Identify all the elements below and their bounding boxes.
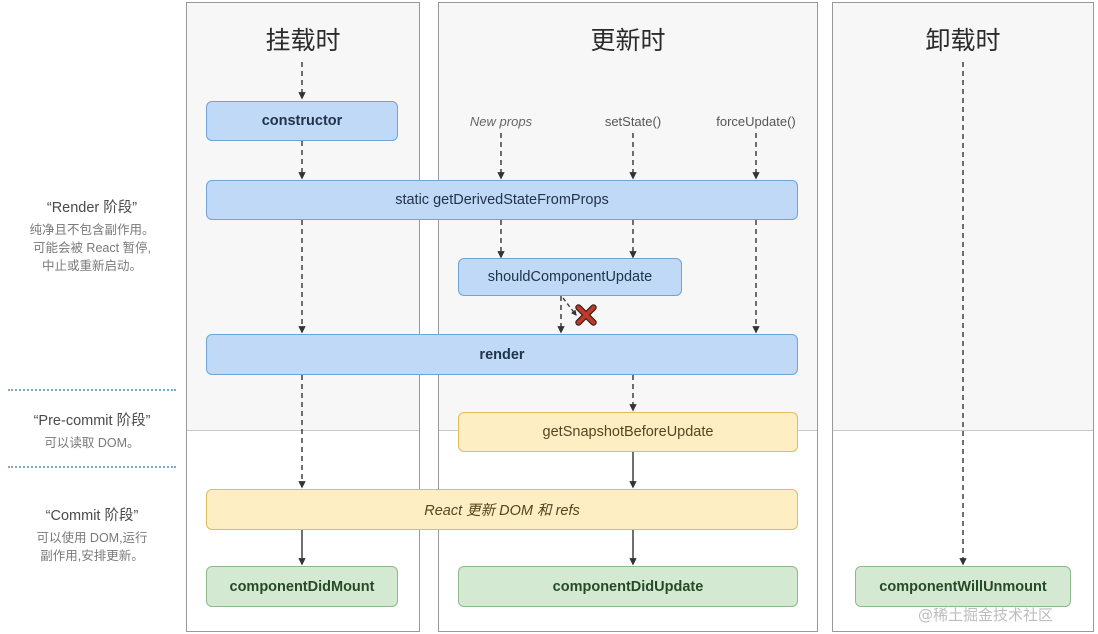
phase-legend-precommit-line1: 可以读取 DOM。 <box>44 436 140 450</box>
phase-divider-top <box>8 389 176 391</box>
phase-divider-bottom <box>8 466 176 468</box>
node-component-will-unmount[interactable]: componentWillUnmount <box>855 566 1071 607</box>
trigger-label-set-state: setState() <box>604 114 662 129</box>
node-react-updates-dom-and-refs[interactable]: React 更新 DOM 和 refs <box>206 489 798 530</box>
phase-legend-render-line3: 中止或重新启动。 <box>41 259 142 273</box>
node-get-derived-state-from-props[interactable]: static getDerivedStateFromProps <box>206 180 798 220</box>
phase-legend-precommit-title: “Pre-commit 阶段” <box>33 413 151 429</box>
x-mark-icon <box>575 304 597 326</box>
phase-legend-commit-line1: 可以使用 DOM,运行 <box>36 531 148 545</box>
watermark: @稀土掘金技术社区 <box>918 606 1054 624</box>
node-component-did-mount[interactable]: componentDidMount <box>206 566 398 607</box>
node-should-component-update[interactable]: shouldComponentUpdate <box>458 258 682 296</box>
node-constructor[interactable]: constructor <box>206 101 398 141</box>
phase-legend-render-line2: 可能会被 React 暂停, <box>32 241 152 255</box>
trigger-label-force-update: forceUpdate() <box>716 114 796 129</box>
node-render[interactable]: render <box>206 334 798 375</box>
phase-legend-precommit: “Pre-commit 阶段” 可以读取 DOM。 <box>4 409 180 452</box>
phase-legend-commit-line2: 副作用,安排更新。 <box>40 549 144 563</box>
column-title-mount: 挂载时 <box>265 26 341 55</box>
column-title-update: 更新时 <box>590 26 666 55</box>
node-component-did-update[interactable]: componentDidUpdate <box>458 566 798 607</box>
phase-legend-commit-title: “Commit 阶段” <box>45 508 139 524</box>
trigger-label-new-props: New props <box>469 114 533 129</box>
phase-legend-render-line1: 纯净且不包含副作用。 <box>29 223 155 237</box>
node-get-snapshot-before-update[interactable]: getSnapshotBeforeUpdate <box>458 412 798 452</box>
phase-legend-render: “Render 阶段” 纯净且不包含副作用。 可能会被 React 暂停, 中止… <box>4 196 180 275</box>
phase-legend-render-title: “Render 阶段” <box>46 200 138 216</box>
phase-legend-commit: “Commit 阶段” 可以使用 DOM,运行 副作用,安排更新。 <box>4 504 180 565</box>
column-title-unmount: 卸载时 <box>925 26 1001 55</box>
